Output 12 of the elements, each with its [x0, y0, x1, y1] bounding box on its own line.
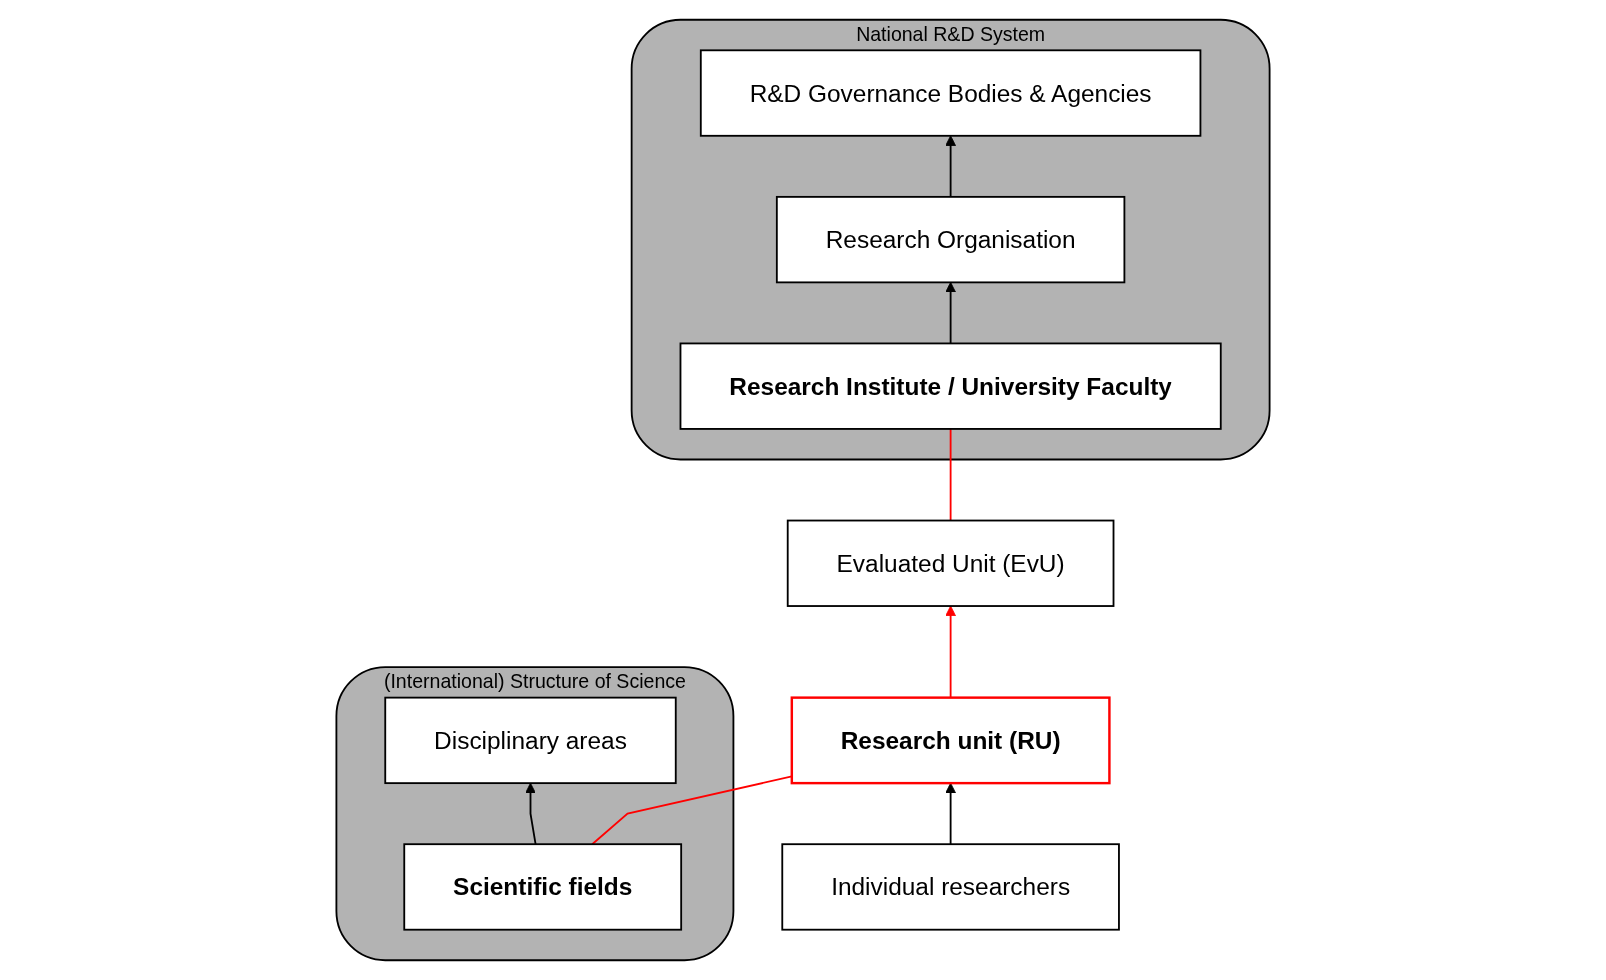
node-box: Individual researchers — [781, 843, 1120, 931]
arrow — [945, 135, 956, 198]
arrow — [945, 281, 956, 345]
node-box: Research Institute / University Faculty — [679, 342, 1222, 430]
node-box: Research unit (RU) — [790, 696, 1111, 785]
node-box: Disciplinary areas — [384, 696, 677, 785]
node-box: Scientific fields — [403, 843, 683, 931]
node-box: R&D Governance Bodies & Agencies — [699, 49, 1202, 137]
node-box: Evaluated Unit (EvU) — [786, 519, 1115, 607]
node-box: Research Organisation — [775, 195, 1126, 284]
arrow — [525, 782, 537, 846]
connector — [949, 428, 952, 522]
